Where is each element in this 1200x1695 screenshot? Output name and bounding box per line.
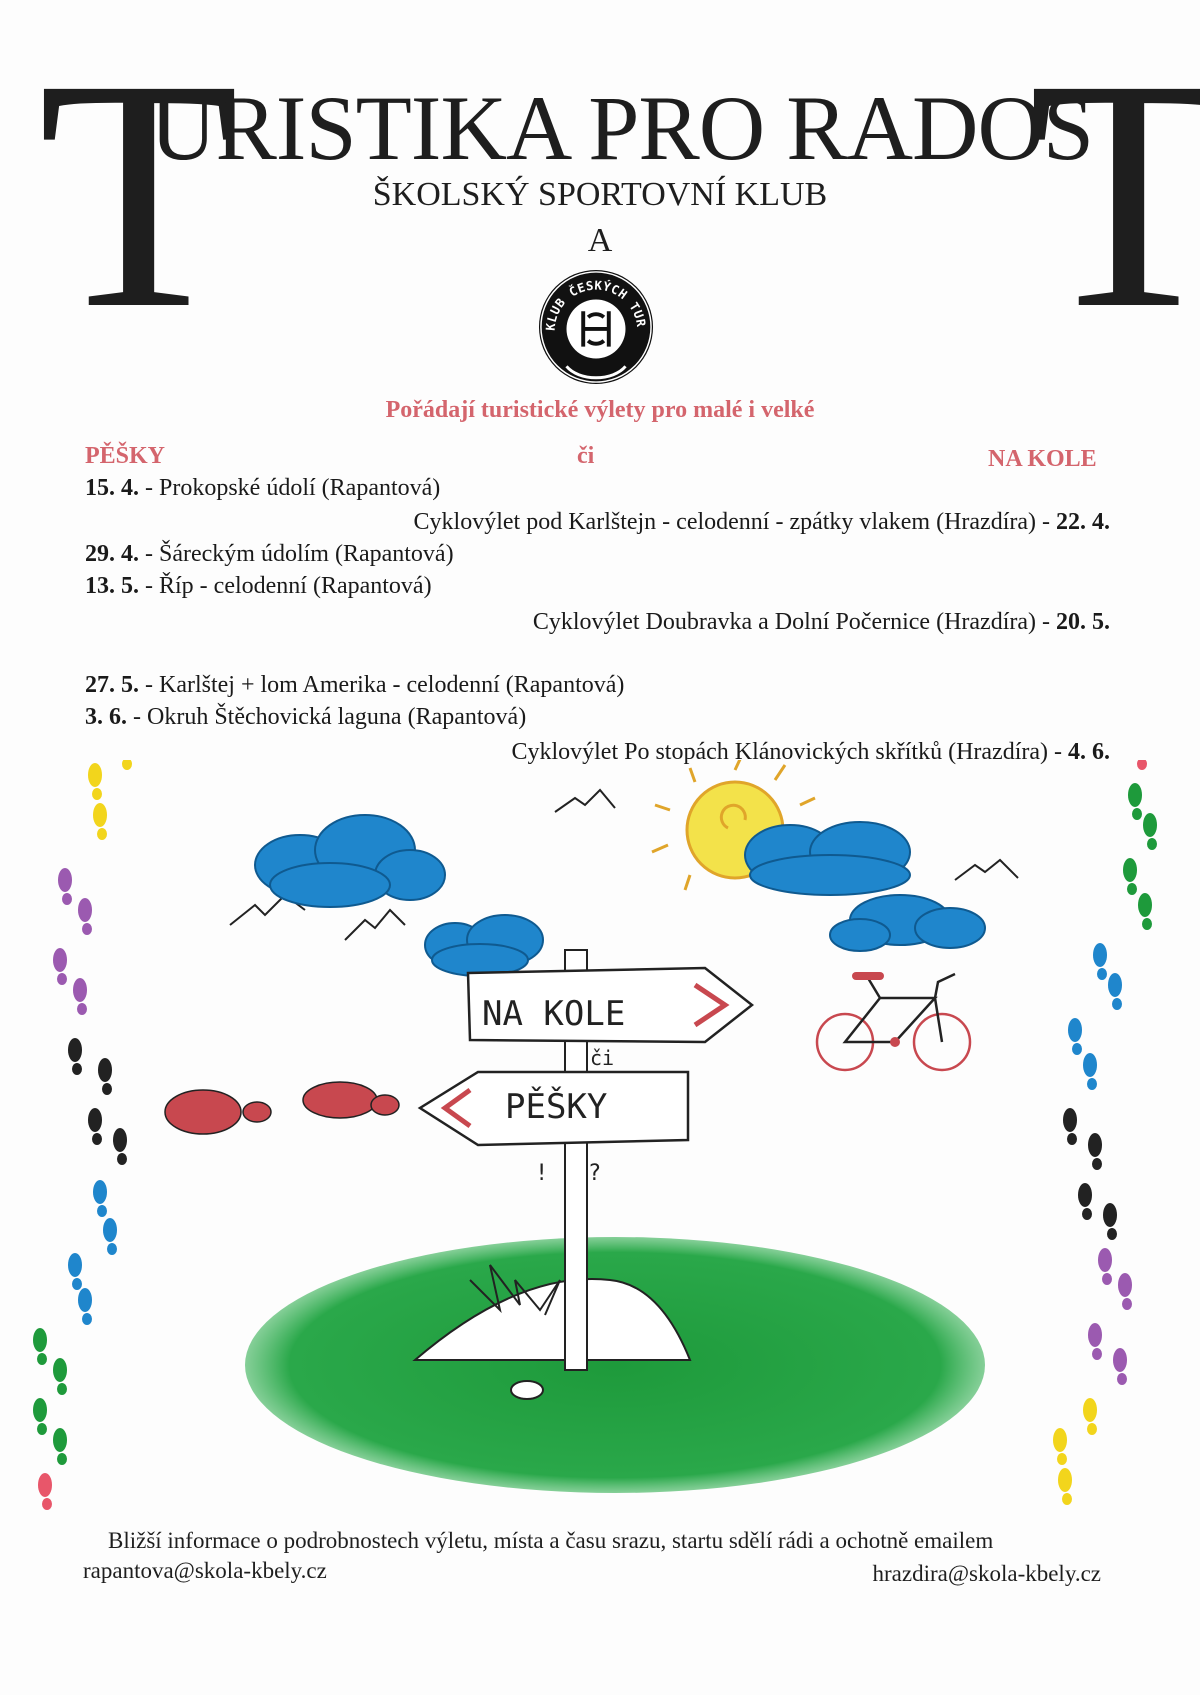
cloud-icon xyxy=(254,814,446,908)
mountain-icon xyxy=(344,908,406,941)
footprints-left xyxy=(33,760,132,1510)
schedule-item-walk: 13. 5. - Říp - celodenní (Rapantová) xyxy=(85,573,432,600)
sign-arrow-walk xyxy=(417,1070,690,1147)
schedule-text: - Prokopské údolí (Rapantová) xyxy=(139,475,441,501)
arrow-left-icon xyxy=(440,1087,472,1129)
schedule-date: 29. 4. xyxy=(85,541,139,567)
arrow-right-icon xyxy=(693,982,730,1028)
schedule-date: 20. 5. xyxy=(1056,609,1110,635)
cloud-icon xyxy=(424,914,544,977)
schedule-item-bike: Cyklovýlet pod Karlštejn - celodenní - z… xyxy=(414,509,1110,536)
conjunction: A xyxy=(587,222,613,259)
schedule-text: - Říp - celodenní (Rapantová) xyxy=(139,573,432,599)
sign-label-bike: NA KOLE xyxy=(482,994,625,1034)
hill xyxy=(412,1278,692,1361)
schedule-text: - Karlštej + lom Amerika - celodenní (Ra… xyxy=(139,672,625,698)
mountain-icon xyxy=(554,788,616,813)
stone xyxy=(510,1380,544,1400)
sign-post xyxy=(564,949,588,1371)
column-heading-walk: PĚŠKY xyxy=(85,443,166,469)
bicycle-icon xyxy=(815,972,972,1072)
column-heading-bike: NA KOLE xyxy=(988,446,1097,472)
title-big-t-left: T xyxy=(38,12,240,377)
sign-label-or: či xyxy=(590,1046,614,1070)
schedule-date: 27. 5. xyxy=(85,672,139,698)
title-big-t-right: T xyxy=(1028,12,1200,377)
column-heading-or: či xyxy=(577,443,595,469)
mountain-icon xyxy=(954,858,1019,881)
schedule-text: Cyklovýlet Doubravka a Dolní Počernice (… xyxy=(532,609,1056,635)
email-right[interactable]: hrazdira@skola-kbely.cz xyxy=(872,1561,1102,1586)
cloud-icon xyxy=(744,821,911,896)
schedule-date: 13. 5. xyxy=(85,573,139,599)
schedule-text: Cyklovýlet pod Karlštejn - celodenní - z… xyxy=(413,509,1056,535)
schedule-item-bike: Cyklovýlet Doubravka a Dolní Počernice (… xyxy=(533,609,1110,636)
schedule-item-walk: 27. 5. - Karlštej + lom Amerika - celode… xyxy=(85,672,624,699)
schedule-item-walk: 29. 4. - Šáreckým údolím (Rapantová) xyxy=(85,541,454,568)
schedule-date: 15. 4. xyxy=(85,475,139,501)
email-left[interactable]: rapantova@skola-kbely.cz xyxy=(83,1558,327,1583)
illustration: NA KOLE či PĚŠKY ! ? xyxy=(33,760,1157,1510)
schedule-item-walk: 3. 6. - Okruh Štěchovická laguna (Rapant… xyxy=(85,704,526,731)
tagline: Pořádají turistické výlety pro malé i ve… xyxy=(385,397,815,423)
kct-logo: KLUB ČESKÝCH TURISTŮ xyxy=(537,268,654,385)
cloud-icon xyxy=(829,894,986,952)
schedule-date: 4. 6. xyxy=(1068,739,1110,765)
sign-label-walk: PĚŠKY xyxy=(505,1086,607,1127)
schedule-item-bike: Cyklovýlet Po stopách Klánovických skřít… xyxy=(511,739,1110,766)
subtitle: ŠKOLSKÝ SPORTOVNÍ KLUB xyxy=(372,176,828,213)
page-title: URISTIKA PRO RADOS xyxy=(150,77,1094,179)
schedule-text: - Šáreckým údolím (Rapantová) xyxy=(139,541,454,567)
schedule-date: 3. 6. xyxy=(85,704,127,730)
schedule-text: - Okruh Štěchovická laguna (Rapantová) xyxy=(127,704,527,730)
shoe-icon xyxy=(164,1081,400,1135)
footer-info: Bližší informace o podrobnostech výletu,… xyxy=(108,1528,994,1553)
grass-area xyxy=(245,1237,985,1493)
sign-arrow-bike xyxy=(466,966,755,1044)
footprints-right xyxy=(1053,760,1157,1505)
schedule-item-walk: 15. 4. - Prokopské údolí (Rapantová) xyxy=(85,475,440,502)
schedule-text: Cyklovýlet Po stopách Klánovických skřít… xyxy=(511,739,1068,765)
grass-tuft xyxy=(469,1264,561,1316)
schedule-date: 22. 4. xyxy=(1056,509,1110,535)
sign-marks: ! ? xyxy=(535,1161,601,1186)
